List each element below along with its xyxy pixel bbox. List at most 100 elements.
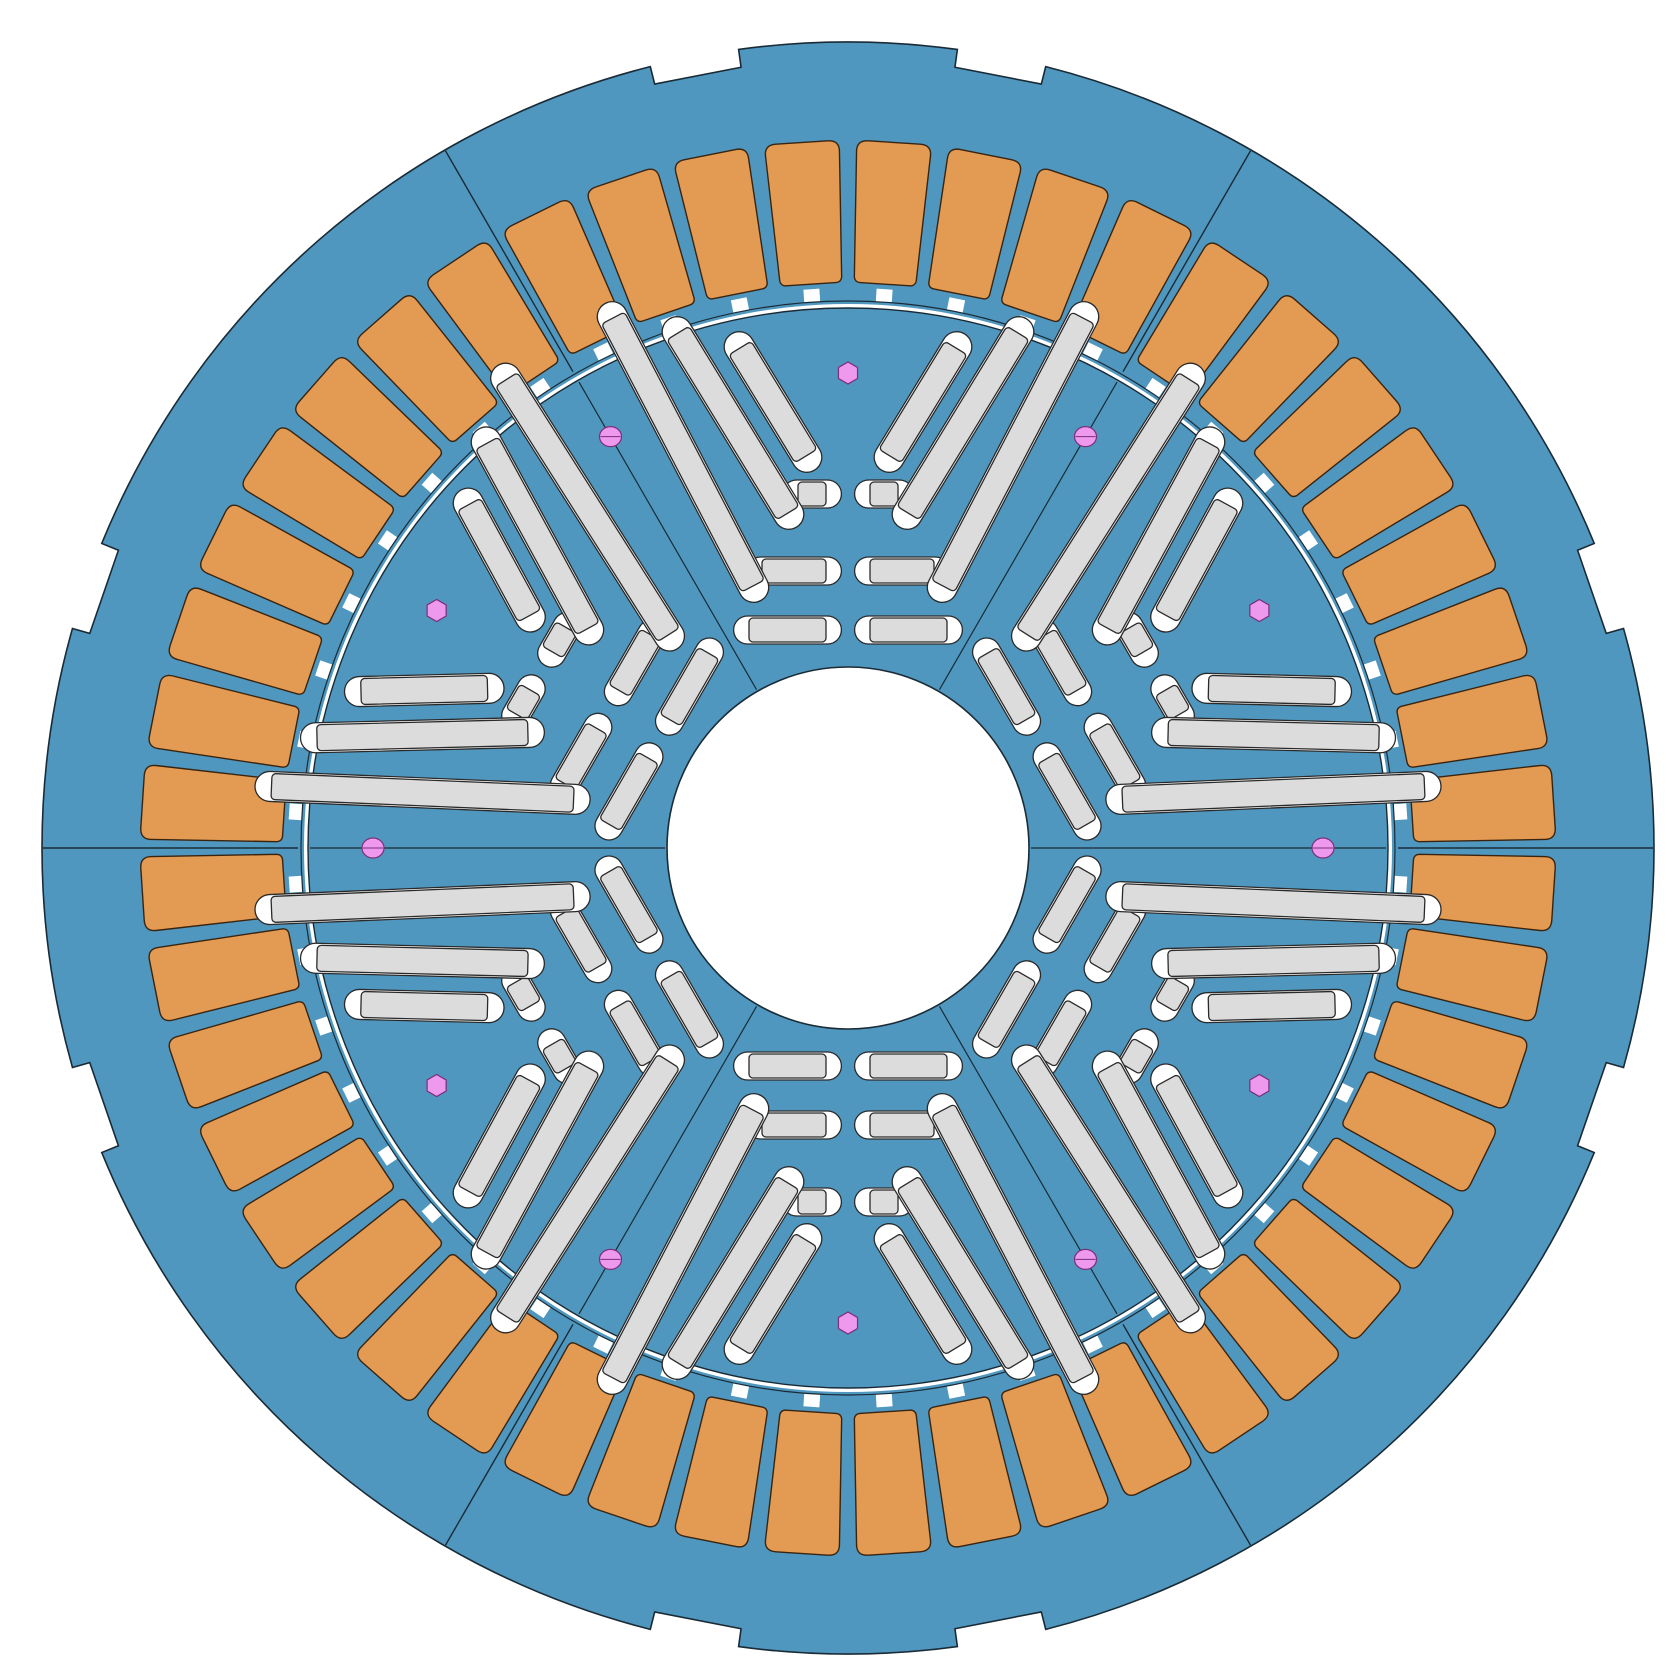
- slot-opening: [530, 1298, 551, 1319]
- magnet-bar: [797, 481, 827, 507]
- slot-opening: [946, 1382, 966, 1399]
- magnet-leg: [932, 1104, 1094, 1384]
- magnet-leg: [1155, 1074, 1238, 1197]
- magnet-leg-group: [254, 881, 591, 926]
- stator-segment-line: [1122, 1323, 1252, 1546]
- magnet-bar: [600, 866, 658, 944]
- magnet-leg-group: [490, 1044, 686, 1334]
- stator-slot: [1335, 1071, 1496, 1192]
- magnet-leg: [667, 1177, 799, 1369]
- magnet-bar: [660, 970, 719, 1048]
- magnet-leg: [897, 327, 1029, 519]
- magnet-leg-group: [1150, 487, 1244, 633]
- stator-winding: [1198, 295, 1340, 443]
- magnet-leg-group: [596, 301, 770, 603]
- slot-opening: [730, 297, 750, 314]
- magnet-bar-group: [501, 965, 546, 1022]
- stator-winding: [295, 1198, 443, 1340]
- magnet-leg-group: [470, 1050, 605, 1270]
- magnet-leg-group: [661, 1166, 805, 1380]
- stator-slot: [928, 1382, 1022, 1548]
- magnet-leg: [1017, 1055, 1200, 1323]
- stator-winding: [853, 1409, 932, 1556]
- slot-opening: [1298, 530, 1319, 551]
- stator-slot: [140, 853, 303, 932]
- magnet-leg-group: [452, 1063, 546, 1209]
- stator-inner-edge: [300, 300, 1396, 1396]
- magnet-bar: [977, 648, 1036, 726]
- slot-opening: [315, 660, 333, 680]
- stator-winding: [295, 356, 443, 498]
- magnet-leg: [458, 499, 541, 622]
- slot-opening: [1363, 660, 1381, 680]
- stator-slot: [764, 1393, 843, 1556]
- stator-slot: [928, 148, 1022, 314]
- magnet-leg-group: [1105, 770, 1442, 815]
- rotor-pole: [971, 362, 1442, 841]
- magnet-leg-group: [661, 316, 805, 530]
- slot-opening: [1145, 1298, 1166, 1319]
- magnet-leg: [1121, 773, 1426, 813]
- magnet-leg-group: [596, 1093, 770, 1395]
- magnet-leg: [879, 1234, 967, 1354]
- magnet-leg-group: [891, 316, 1035, 530]
- magnet-leg-group: [299, 942, 546, 980]
- stator-slot: [1363, 587, 1528, 695]
- magnet-leg: [316, 718, 529, 752]
- magnet-bar: [977, 970, 1036, 1048]
- slot-opening: [377, 1145, 398, 1166]
- magnet-leg-group: [343, 988, 505, 1024]
- magnet-bar-group: [594, 855, 664, 954]
- stator-slot: [295, 1198, 443, 1340]
- stator-winding: [1396, 674, 1548, 768]
- slot-opening: [875, 1393, 893, 1408]
- magnet-leg: [1167, 718, 1380, 752]
- magnet-leg: [932, 312, 1094, 592]
- stator-winding: [928, 148, 1022, 300]
- stator-winding: [1001, 168, 1109, 323]
- magnet-leg-group: [1150, 942, 1397, 980]
- magnet-leg-group: [1191, 988, 1353, 1024]
- magnet-leg-group: [1010, 362, 1206, 652]
- magnet-leg: [476, 1062, 599, 1259]
- magnet-leg-group: [1091, 426, 1226, 646]
- magnet-leg: [360, 990, 489, 1022]
- stator-winding: [200, 504, 354, 625]
- magnet-leg: [602, 1104, 764, 1384]
- magnet-bar: [1155, 976, 1190, 1012]
- stator-slot: [674, 148, 768, 314]
- magnet-leg: [270, 883, 575, 923]
- magnet-leg: [879, 342, 967, 462]
- hex-marker: [837, 361, 859, 385]
- magnet-leg: [897, 1177, 1029, 1369]
- slot-opening: [1145, 377, 1166, 398]
- magnet-bar-group: [853, 1051, 964, 1081]
- stator-winding: [1342, 1071, 1496, 1192]
- stator-slot: [242, 1137, 398, 1269]
- stator-slot: [200, 1071, 361, 1192]
- shaft: [666, 666, 1030, 1030]
- magnet-leg-group: [1150, 1063, 1244, 1209]
- magnet-leg: [458, 1074, 541, 1197]
- magnet-leg: [316, 944, 529, 978]
- magnet-bar-group: [1150, 965, 1195, 1022]
- stator-winding: [242, 427, 394, 559]
- stator-winding: [853, 140, 932, 287]
- stator-slot: [168, 1001, 333, 1109]
- magnet-leg: [1167, 944, 1380, 978]
- magnet-bar: [1119, 1038, 1154, 1074]
- stator-slot: [1298, 1137, 1454, 1269]
- slot-opening: [1253, 1202, 1275, 1224]
- slot-opening: [730, 1382, 750, 1399]
- magnet-leg: [602, 312, 764, 592]
- magnet-bar: [748, 617, 827, 643]
- magnet-leg-group: [1105, 881, 1442, 926]
- magnet-leg: [1155, 499, 1238, 622]
- slot-opening: [803, 288, 821, 303]
- slot-opening: [288, 875, 303, 893]
- magnet-leg-group: [873, 1223, 973, 1365]
- magnet-leg-group: [299, 716, 546, 754]
- rotor-pole: [254, 362, 725, 841]
- stator-slot: [1253, 1198, 1401, 1340]
- magnet-leg: [667, 327, 799, 519]
